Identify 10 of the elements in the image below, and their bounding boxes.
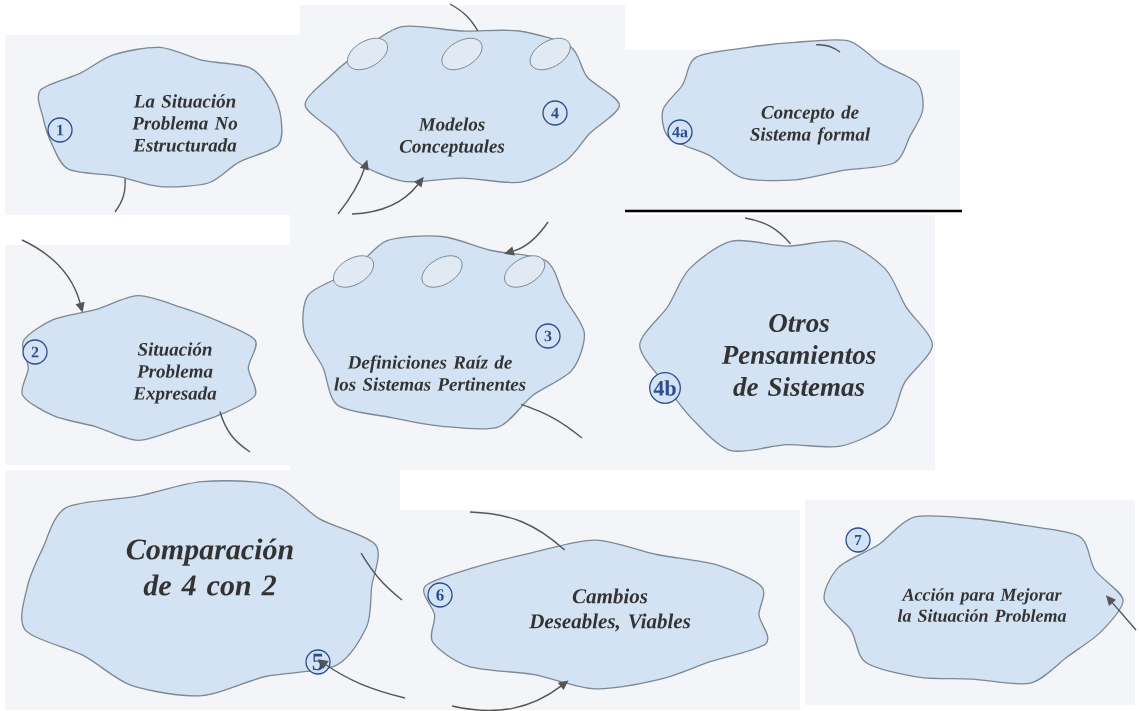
number-badge: 3 xyxy=(535,323,561,349)
number-badge: 4b xyxy=(649,372,681,404)
number-badge: 4 xyxy=(542,100,568,126)
number-badge: 1 xyxy=(47,117,73,143)
number-badge: 6 xyxy=(427,582,453,608)
number-badge: 4a xyxy=(667,119,693,145)
arrow xyxy=(504,221,549,256)
arrow xyxy=(1106,595,1137,631)
number-badge: 2 xyxy=(22,339,48,365)
number-badge: 7 xyxy=(845,527,871,553)
